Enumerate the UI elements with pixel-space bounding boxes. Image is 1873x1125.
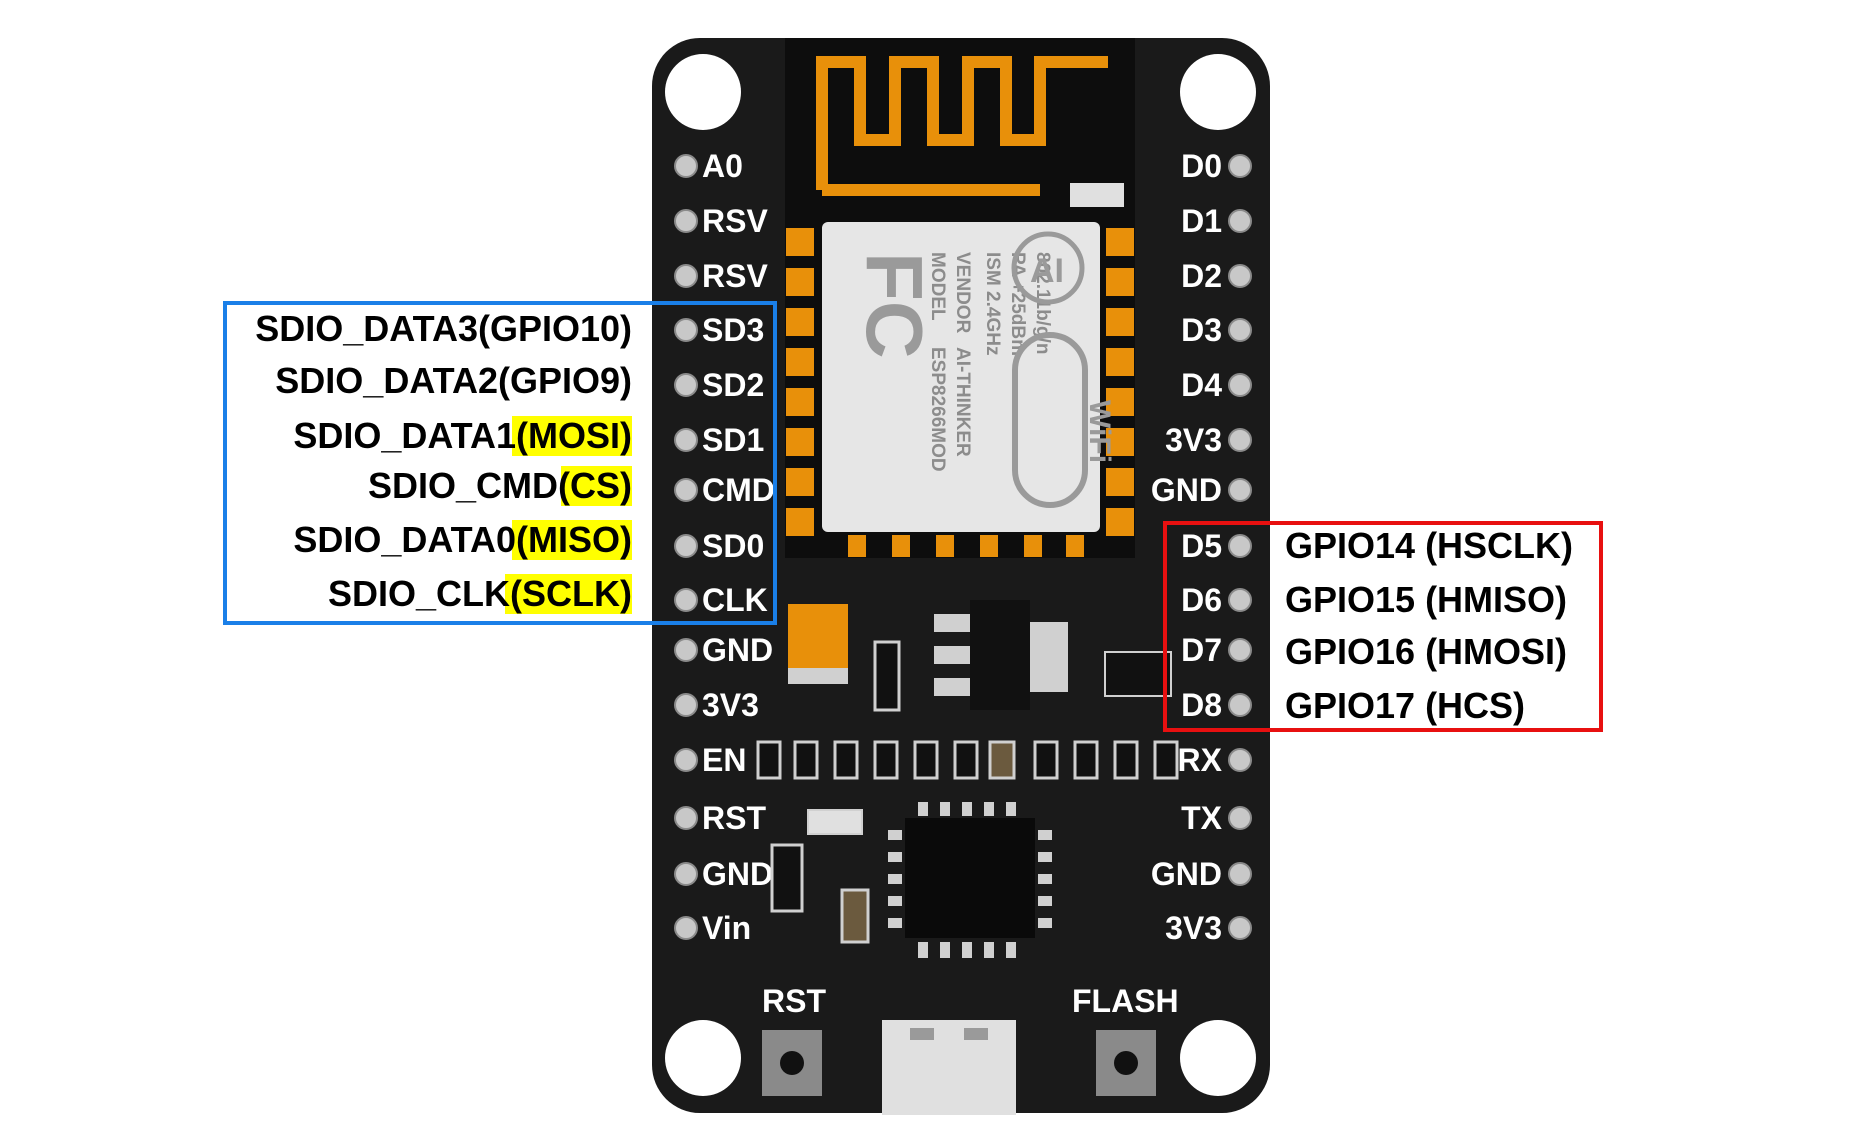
usb-notch-left [910, 1028, 934, 1040]
pin-label-left: RSV [702, 258, 768, 294]
hspi-labels: GPIO14 (HSCLK) GPIO15 (HMISO) GPIO16 (HM… [1285, 525, 1573, 726]
small-cap-left [770, 843, 804, 913]
pin-label-left: SD0 [702, 528, 764, 564]
flash-button-label: FLASH [1072, 983, 1179, 1019]
pin-label-right: D6 [1181, 582, 1222, 618]
brown-resistor [988, 740, 1016, 780]
module-line-thinker: AI-THINKER [952, 347, 973, 457]
pin-label-right: D1 [1181, 203, 1222, 239]
right-pin-labels: D0 D1 D2 D3 D4 3V3 GND D5 D6 D7 D8 RX TX… [1151, 148, 1223, 946]
pin-label-left: Vin [702, 910, 751, 946]
pin-label-left: RST [702, 800, 766, 836]
transistor [1104, 651, 1172, 697]
left-pin-labels: A0 RSV RSV SD3 SD2 SD1 CMD SD0 CLK GND 3… [702, 148, 775, 946]
pin-label-left: SD2 [702, 367, 764, 403]
hspi-label-gpio15: GPIO15 (HMISO) [1285, 579, 1567, 620]
hspi-label-gpio14: GPIO14 (HSCLK) [1285, 525, 1573, 566]
module-line-ism: ISM 2.4GHz [982, 252, 1003, 355]
sdio-label-cmd: SDIO_CMD(CS) [368, 465, 632, 506]
pin-label-right: D5 [1181, 528, 1222, 564]
rst-button-label: RST [762, 983, 826, 1019]
regulator-tab [1030, 622, 1068, 692]
sdio-group-box [223, 301, 777, 625]
pin-label-left: CLK [702, 582, 768, 618]
regulator-legs [934, 614, 970, 696]
pin-label-right: 3V3 [1165, 422, 1222, 458]
pin-label-right: D4 [1181, 367, 1222, 403]
pin-label-left: 3V3 [702, 687, 759, 723]
pin-label-left: GND [702, 856, 773, 892]
miso-highlight [512, 520, 632, 560]
led [807, 809, 863, 835]
pin-label-left: SD1 [702, 422, 764, 458]
module-pads-left [786, 228, 814, 536]
pin-label-left: EN [702, 742, 746, 778]
flash-button-knob [1114, 1051, 1138, 1075]
pin-label-right: GND [1151, 472, 1222, 508]
pin-label-right: GND [1151, 856, 1222, 892]
mounting-hole-top-left [665, 54, 741, 130]
pin-label-right: TX [1181, 800, 1223, 836]
wifi-logo-text: WiFi [1083, 400, 1116, 463]
module-pads-bottom [848, 535, 1084, 557]
shield-markings: FC MODEL VENDOR ESP8266MOD AI-THINKER IS… [850, 252, 1053, 472]
rst-button-knob [780, 1051, 804, 1075]
left-pin-holes [674, 154, 698, 940]
ai-logo-text: AI [1030, 252, 1064, 290]
pin-label-right: D7 [1181, 632, 1222, 668]
sclk-highlight [505, 574, 632, 614]
micro-usb-port[interactable] [882, 1020, 1016, 1115]
pin-label-right: 3V3 [1165, 910, 1222, 946]
pin-label-left: SD3 [702, 312, 764, 348]
hspi-label-gpio16: GPIO16 (HMOSI) [1285, 631, 1567, 672]
module-line-vendor: VENDOR [952, 252, 973, 334]
usb-notch-right [964, 1028, 988, 1040]
wifi-logo [1012, 332, 1088, 508]
small-cap-brown [840, 888, 870, 944]
sdio-label-data2: SDIO_DATA2(GPIO9) [275, 360, 632, 401]
pin-label-left: RSV [702, 203, 768, 239]
sdio-labels: SDIO_DATA3(GPIO10) SDIO_DATA2(GPIO9) SDI… [255, 308, 632, 614]
mosi-highlight [512, 416, 632, 456]
pin-label-left: GND [702, 632, 773, 668]
pin-label-right: D0 [1181, 148, 1222, 184]
module-line-model: MODEL [927, 252, 948, 321]
fc-logo: FC [850, 252, 939, 359]
sdio-label-data3: SDIO_DATA3(GPIO10) [255, 308, 632, 349]
module-line-pa: PA +25dBm [1007, 252, 1028, 356]
mounting-hole-top-right [1180, 54, 1256, 130]
mounting-hole-bottom-right [1180, 1020, 1256, 1096]
pin-label-right: D2 [1181, 258, 1222, 294]
diode [873, 640, 901, 712]
hspi-label-gpio17: GPIO17 (HCS) [1285, 685, 1525, 726]
pin-label-left: CMD [702, 472, 775, 508]
usb-uart-chip [905, 818, 1035, 938]
mounting-hole-bottom-left [665, 1020, 741, 1096]
sdio-label-clk: SDIO_CLK(SCLK) [328, 573, 632, 614]
sdio-label-data1: SDIO_DATA1(MOSI) [293, 415, 632, 456]
pin-label-right: D3 [1181, 312, 1222, 348]
pin-label-right: D8 [1181, 687, 1222, 723]
antenna-chip [1070, 183, 1124, 207]
module-line-esp: ESP8266MOD [927, 347, 948, 472]
hspi-group-box [1163, 521, 1603, 732]
cs-highlight [561, 466, 632, 506]
right-pin-holes [1228, 154, 1252, 940]
pin-label-right: RX [1178, 742, 1223, 778]
module-pads-right [1106, 228, 1134, 536]
usb-chip-pins [888, 802, 1052, 958]
resistor-row [756, 740, 1179, 780]
pin-label-left: A0 [702, 148, 743, 184]
regulator-body [970, 600, 1030, 710]
capacitor-orange-cap [788, 668, 848, 684]
ai-logo [1011, 231, 1085, 305]
sdio-label-data0: SDIO_DATA0(MISO) [293, 519, 632, 560]
pcb-antenna-trace [816, 56, 1108, 196]
